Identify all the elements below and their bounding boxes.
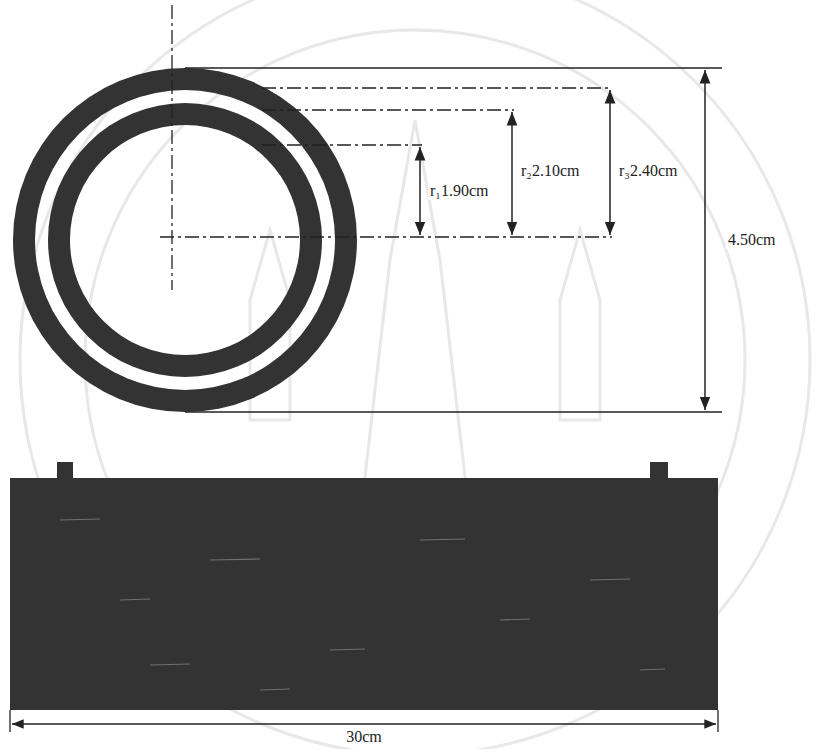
radius-dimension: r₁1.90cm [428,182,490,200]
surface-streaks [60,519,665,690]
surface-streak [150,664,190,665]
surface-streak [260,689,290,690]
extension-line [185,68,722,412]
inner-tube-ring [48,103,322,377]
tube-side-view [10,478,718,710]
pipe-tab [57,462,73,479]
surface-streak [60,519,100,520]
outer-tube-ring [13,68,357,412]
length-dimension-label: 30cm [344,728,384,746]
surface-streak [500,619,530,620]
surface-streak [120,599,150,600]
center-line [160,5,612,290]
surface-streak [330,649,365,650]
surface-streak [210,559,260,560]
pipe-tab [650,462,668,479]
surface-streak [640,669,665,670]
length-dimension-label: 4.50cm [726,231,778,249]
radius-dimension: r₃2.40cm [617,162,679,180]
dimension-arrow [420,70,705,410]
radius-dimension: r₂2.10cm [519,162,581,180]
surface-streak [590,579,630,580]
surface-streak [420,539,465,540]
